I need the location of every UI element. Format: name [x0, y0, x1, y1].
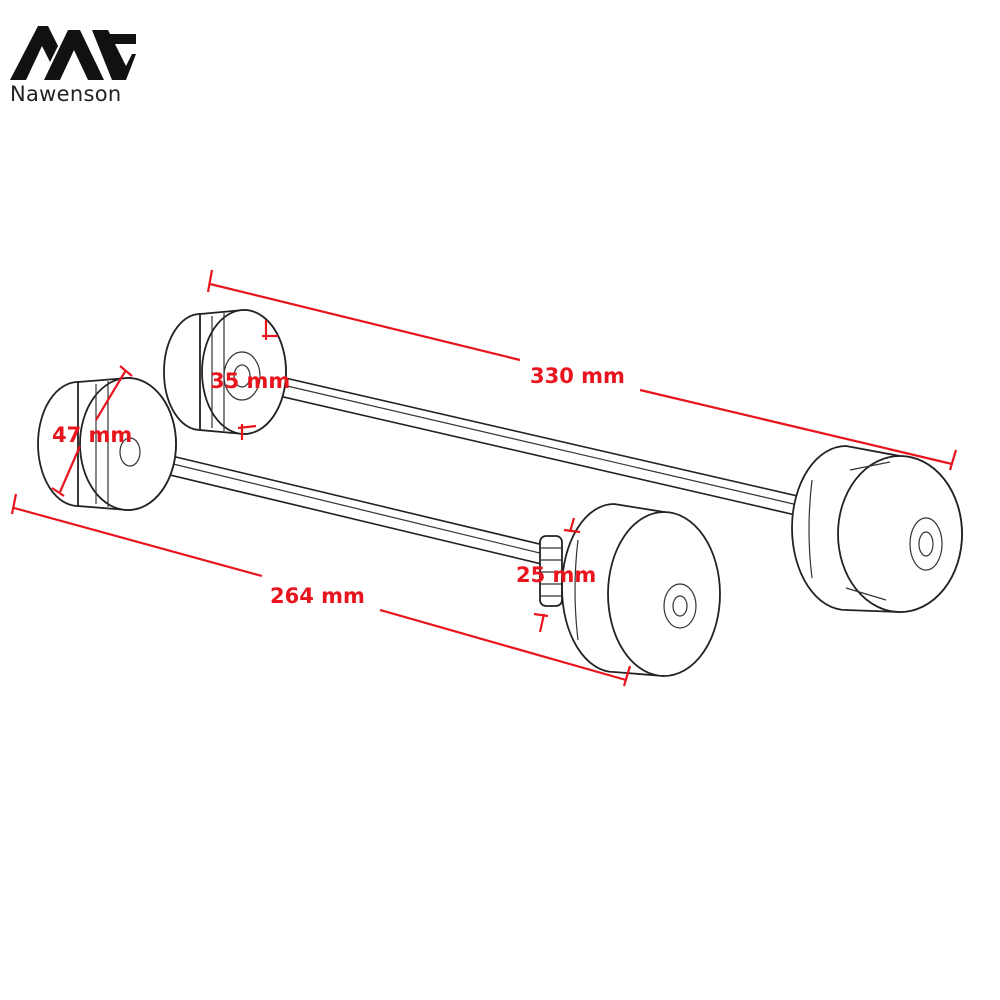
brand-name: Nawenson	[10, 82, 122, 106]
short-axle-length-label: 264 mm	[270, 584, 365, 608]
slider-right	[561, 503, 721, 677]
dimension-35: 35 mm	[210, 320, 290, 440]
dimension-25: 25 mm	[516, 517, 596, 633]
axe-monogram-logo	[10, 26, 136, 80]
short-axle-rod	[122, 445, 558, 567]
slider-thickness-label: 25 mm	[516, 563, 596, 587]
long-axle-length-label: 330 mm	[530, 364, 625, 388]
large-slider-right	[791, 445, 963, 613]
threaded-collar	[539, 535, 563, 607]
small-slider-back	[163, 309, 287, 435]
long-axle	[163, 309, 963, 613]
large-slider-diameter-label: 47 mm	[52, 423, 132, 447]
short-axle	[37, 377, 721, 677]
dimension-330: 330 mm	[206, 269, 958, 471]
long-axle-rod	[260, 373, 808, 517]
small-slider-diameter-label: 35 mm	[210, 369, 290, 393]
dimension-47: 47 mm	[51, 365, 133, 497]
dimension-264: 264 mm	[10, 493, 632, 687]
slider-left	[37, 377, 177, 511]
